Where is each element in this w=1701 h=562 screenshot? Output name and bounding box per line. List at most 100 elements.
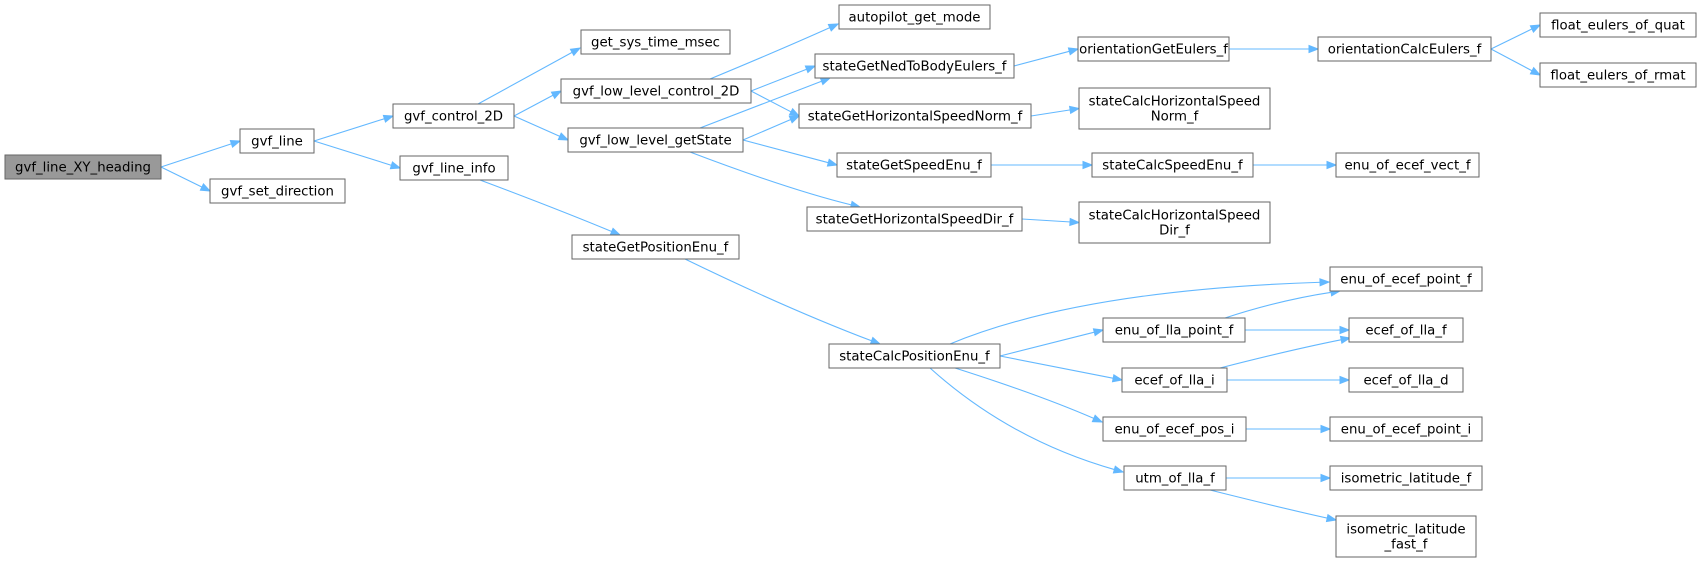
- node-box[interactable]: [1078, 201, 1271, 244]
- node-gvf_line_XY_heading[interactable]: gvf_line_XY_heading: [4, 154, 162, 180]
- node-box[interactable]: [1335, 515, 1477, 558]
- edge-line: [689, 151, 853, 206]
- node-ecef_of_lla_f[interactable]: ecef_of_lla_f: [1348, 317, 1464, 343]
- node-label: stateCalcPositionEnu_f: [839, 350, 990, 365]
- edge-arrowhead: [382, 114, 395, 123]
- node-label: isometric_latitude: [1346, 523, 1465, 538]
- node-stateGetSpeedEnu_f[interactable]: stateGetSpeedEnu_f: [836, 152, 992, 178]
- node-box[interactable]: [1329, 266, 1483, 292]
- node-box[interactable]: [1077, 36, 1230, 62]
- node-box[interactable]: [560, 78, 752, 104]
- node-label: gvf_line_info: [412, 162, 495, 177]
- node-box[interactable]: [1078, 87, 1271, 130]
- edge-gvf_low_level_getState-to-stateGetHorizontalSpeedDir_f: [689, 151, 862, 209]
- node-get_sys_time_msec[interactable]: get_sys_time_msec: [580, 29, 731, 55]
- edge-gvf_low_level_getState-to-stateGetSpeedEnu_f: [742, 139, 839, 167]
- node-isometric_latitude_f[interactable]: isometric_latitude_f: [1329, 465, 1483, 491]
- edge-arrowhead: [826, 158, 839, 167]
- node-stateGetHorizontalSpeedDir_f[interactable]: stateGetHorizontalSpeedDir_f: [806, 206, 1023, 232]
- node-stateGetPositionEnu_f[interactable]: stateGetPositionEnu_f: [571, 234, 740, 260]
- node-gvf_low_level_control_2D[interactable]: gvf_low_level_control_2D: [560, 78, 752, 104]
- node-float_eulers_of_rmat[interactable]: float_eulers_of_rmat: [1539, 62, 1697, 88]
- edge-arrowhead: [1326, 160, 1338, 170]
- node-box[interactable]: [392, 103, 515, 129]
- node-enu_of_ecef_point_i[interactable]: enu_of_ecef_point_i: [1329, 416, 1483, 442]
- node-label: enu_of_ecef_point_f: [1340, 273, 1472, 288]
- node-box[interactable]: [836, 152, 992, 178]
- node-autopilot_get_mode[interactable]: autopilot_get_mode: [838, 4, 991, 30]
- node-box[interactable]: [580, 29, 731, 55]
- node-gvf_control_2D[interactable]: gvf_control_2D: [392, 103, 515, 129]
- edge-arrowhead: [1319, 278, 1331, 287]
- node-box[interactable]: [798, 103, 1032, 129]
- node-stateGetNedToBodyEulers_f[interactable]: stateGetNedToBodyEulers_f: [814, 53, 1015, 79]
- node-box[interactable]: [4, 154, 162, 180]
- node-enu_of_lla_point_f[interactable]: enu_of_lla_point_f: [1102, 317, 1246, 343]
- node-stateGetHorizontalSpeedNorm_f[interactable]: stateGetHorizontalSpeedNorm_f: [798, 103, 1032, 129]
- node-label: gvf_line_XY_heading: [15, 161, 151, 176]
- edge-arrowhead: [1529, 66, 1542, 76]
- edge-arrowhead: [869, 336, 882, 345]
- edge-arrowhead: [1092, 328, 1105, 337]
- edge-line: [1209, 489, 1329, 519]
- edge-arrowhead: [1339, 325, 1351, 335]
- edge-line: [750, 90, 793, 113]
- node-box[interactable]: [1539, 62, 1697, 88]
- edge-gvf_control_2D-to-gvf_low_level_control_2D: [513, 90, 563, 117]
- node-enu_of_ecef_point_f[interactable]: enu_of_ecef_point_f: [1329, 266, 1483, 292]
- node-gvf_set_direction[interactable]: gvf_set_direction: [209, 178, 346, 204]
- edge-arrowhead: [229, 139, 242, 148]
- node-enu_of_ecef_vect_f[interactable]: enu_of_ecef_vect_f: [1335, 152, 1480, 178]
- edge-orientationCalcEulers_f-to-float_eulers_of_rmat: [1490, 48, 1542, 76]
- node-box[interactable]: [1123, 465, 1227, 491]
- node-label: stateGetHorizontalSpeedNorm_f: [808, 110, 1023, 125]
- edge-arrowhead: [1339, 375, 1351, 385]
- node-label: float_eulers_of_quat: [1551, 19, 1685, 34]
- node-ecef_of_lla_i[interactable]: ecef_of_lla_i: [1121, 367, 1228, 393]
- node-utm_of_lla_f[interactable]: utm_of_lla_f: [1123, 465, 1227, 491]
- edge-gvf_line_info-to-stateGetPositionEnu_f: [479, 179, 622, 236]
- node-isometric_latitude_fast_f[interactable]: isometric_latitude_fast_f: [1335, 515, 1477, 558]
- node-box[interactable]: [399, 155, 509, 181]
- edge-enu_of_lla_point_f-to-enu_of_ecef_point_f: [1224, 288, 1342, 319]
- node-box[interactable]: [1539, 12, 1697, 38]
- node-box[interactable]: [1335, 152, 1480, 178]
- edges-layer: [160, 23, 1542, 523]
- node-stateCalcSpeedEnu_f[interactable]: stateCalcSpeedEnu_f: [1091, 152, 1254, 178]
- node-box[interactable]: [828, 343, 1001, 369]
- edge-arrowhead: [199, 183, 212, 192]
- node-label: orientationGetEulers_f: [1079, 43, 1228, 58]
- node-box[interactable]: [838, 4, 991, 30]
- node-box[interactable]: [571, 234, 740, 260]
- node-box[interactable]: [1329, 465, 1483, 491]
- node-box[interactable]: [1102, 416, 1247, 442]
- node-box[interactable]: [239, 128, 315, 154]
- node-box[interactable]: [1317, 36, 1492, 62]
- node-box[interactable]: [1348, 317, 1464, 343]
- node-gvf_low_level_getState[interactable]: gvf_low_level_getState: [567, 127, 744, 153]
- node-enu_of_ecef_pos_i[interactable]: enu_of_ecef_pos_i: [1102, 416, 1247, 442]
- node-box[interactable]: [209, 178, 346, 204]
- node-box[interactable]: [567, 127, 744, 153]
- node-box[interactable]: [1121, 367, 1228, 393]
- node-ecef_of_lla_d[interactable]: ecef_of_lla_d: [1348, 367, 1464, 393]
- node-box[interactable]: [1348, 367, 1464, 393]
- node-box[interactable]: [1091, 152, 1254, 178]
- node-label: gvf_set_direction: [221, 185, 334, 200]
- edge-arrowhead: [1068, 105, 1081, 115]
- edge-line: [1219, 339, 1343, 369]
- node-gvf_line[interactable]: gvf_line: [239, 128, 315, 154]
- node-box[interactable]: [806, 206, 1023, 232]
- node-stateCalcPositionEnu_f[interactable]: stateCalcPositionEnu_f: [828, 343, 1001, 369]
- node-box[interactable]: [814, 53, 1015, 79]
- node-box[interactable]: [1329, 416, 1483, 442]
- node-orientationGetEulers_f[interactable]: orientationGetEulers_f: [1077, 36, 1230, 62]
- node-box[interactable]: [1102, 317, 1246, 343]
- node-orientationCalcEulers_f[interactable]: orientationCalcEulers_f: [1317, 36, 1492, 62]
- edge-arrowhead: [1308, 44, 1320, 54]
- node-float_eulers_of_quat[interactable]: float_eulers_of_quat: [1539, 12, 1697, 38]
- node-gvf_line_info[interactable]: gvf_line_info: [399, 155, 509, 181]
